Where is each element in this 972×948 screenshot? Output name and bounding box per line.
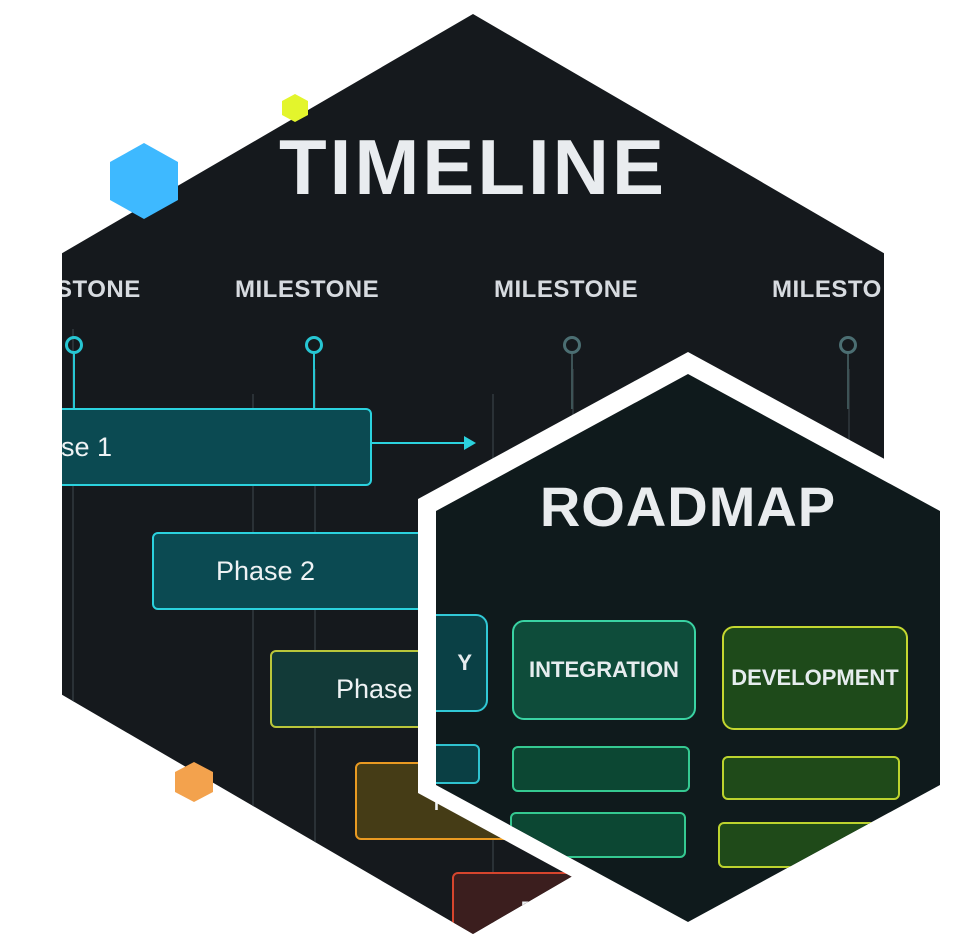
milestone-label: MILESTONE [235, 276, 380, 303]
milestone-stem [73, 354, 75, 409]
roadmap-bar [436, 744, 480, 784]
milestone-node [65, 336, 83, 354]
roadmap-bar [512, 746, 690, 792]
milestone-label: STONE [62, 276, 141, 303]
roadmap-card-label: Y [457, 650, 472, 675]
milestone-stem [847, 354, 849, 409]
roadmap-bar [510, 812, 686, 858]
milestone-label: MILESTO [772, 276, 882, 303]
orange-hexagon-icon [175, 762, 213, 802]
roadmap-bar [722, 756, 900, 800]
grid-line [252, 394, 254, 934]
roadmap-panel: ROADMAP Y INTEGRATION DEVELOPMENT [436, 374, 940, 922]
roadmap-title: ROADMAP [539, 475, 837, 538]
roadmap-card-development: DEVELOPMENT [722, 626, 908, 730]
milestone-stem [571, 354, 573, 409]
milestone-node [839, 336, 857, 354]
grid-line [72, 329, 74, 934]
blue-hexagon-icon [110, 143, 178, 219]
roadmap-card-label: DEVELOPMENT [731, 665, 899, 690]
phase-label: ase 1 [62, 431, 113, 462]
roadmap-card-label: INTEGRATION [529, 657, 679, 682]
roadmap-card-partial: Y [436, 614, 488, 712]
phase-label: Phase [336, 673, 413, 704]
yellow-hexagon-icon [282, 94, 308, 122]
milestone-node [563, 336, 581, 354]
arrow-line [372, 442, 464, 444]
phase-label: Pl [520, 895, 545, 926]
arrow-right-icon [464, 436, 476, 450]
phase-label: Phase 2 [216, 555, 316, 586]
milestone-label: MILESTONE [494, 276, 639, 303]
milestone-node [305, 336, 323, 354]
roadmap-card-integration: INTEGRATION [512, 620, 696, 720]
phase-bar-1: ase 1 [62, 408, 372, 486]
milestone-stem [313, 354, 315, 409]
timeline-title: TIMELINE [279, 123, 667, 211]
